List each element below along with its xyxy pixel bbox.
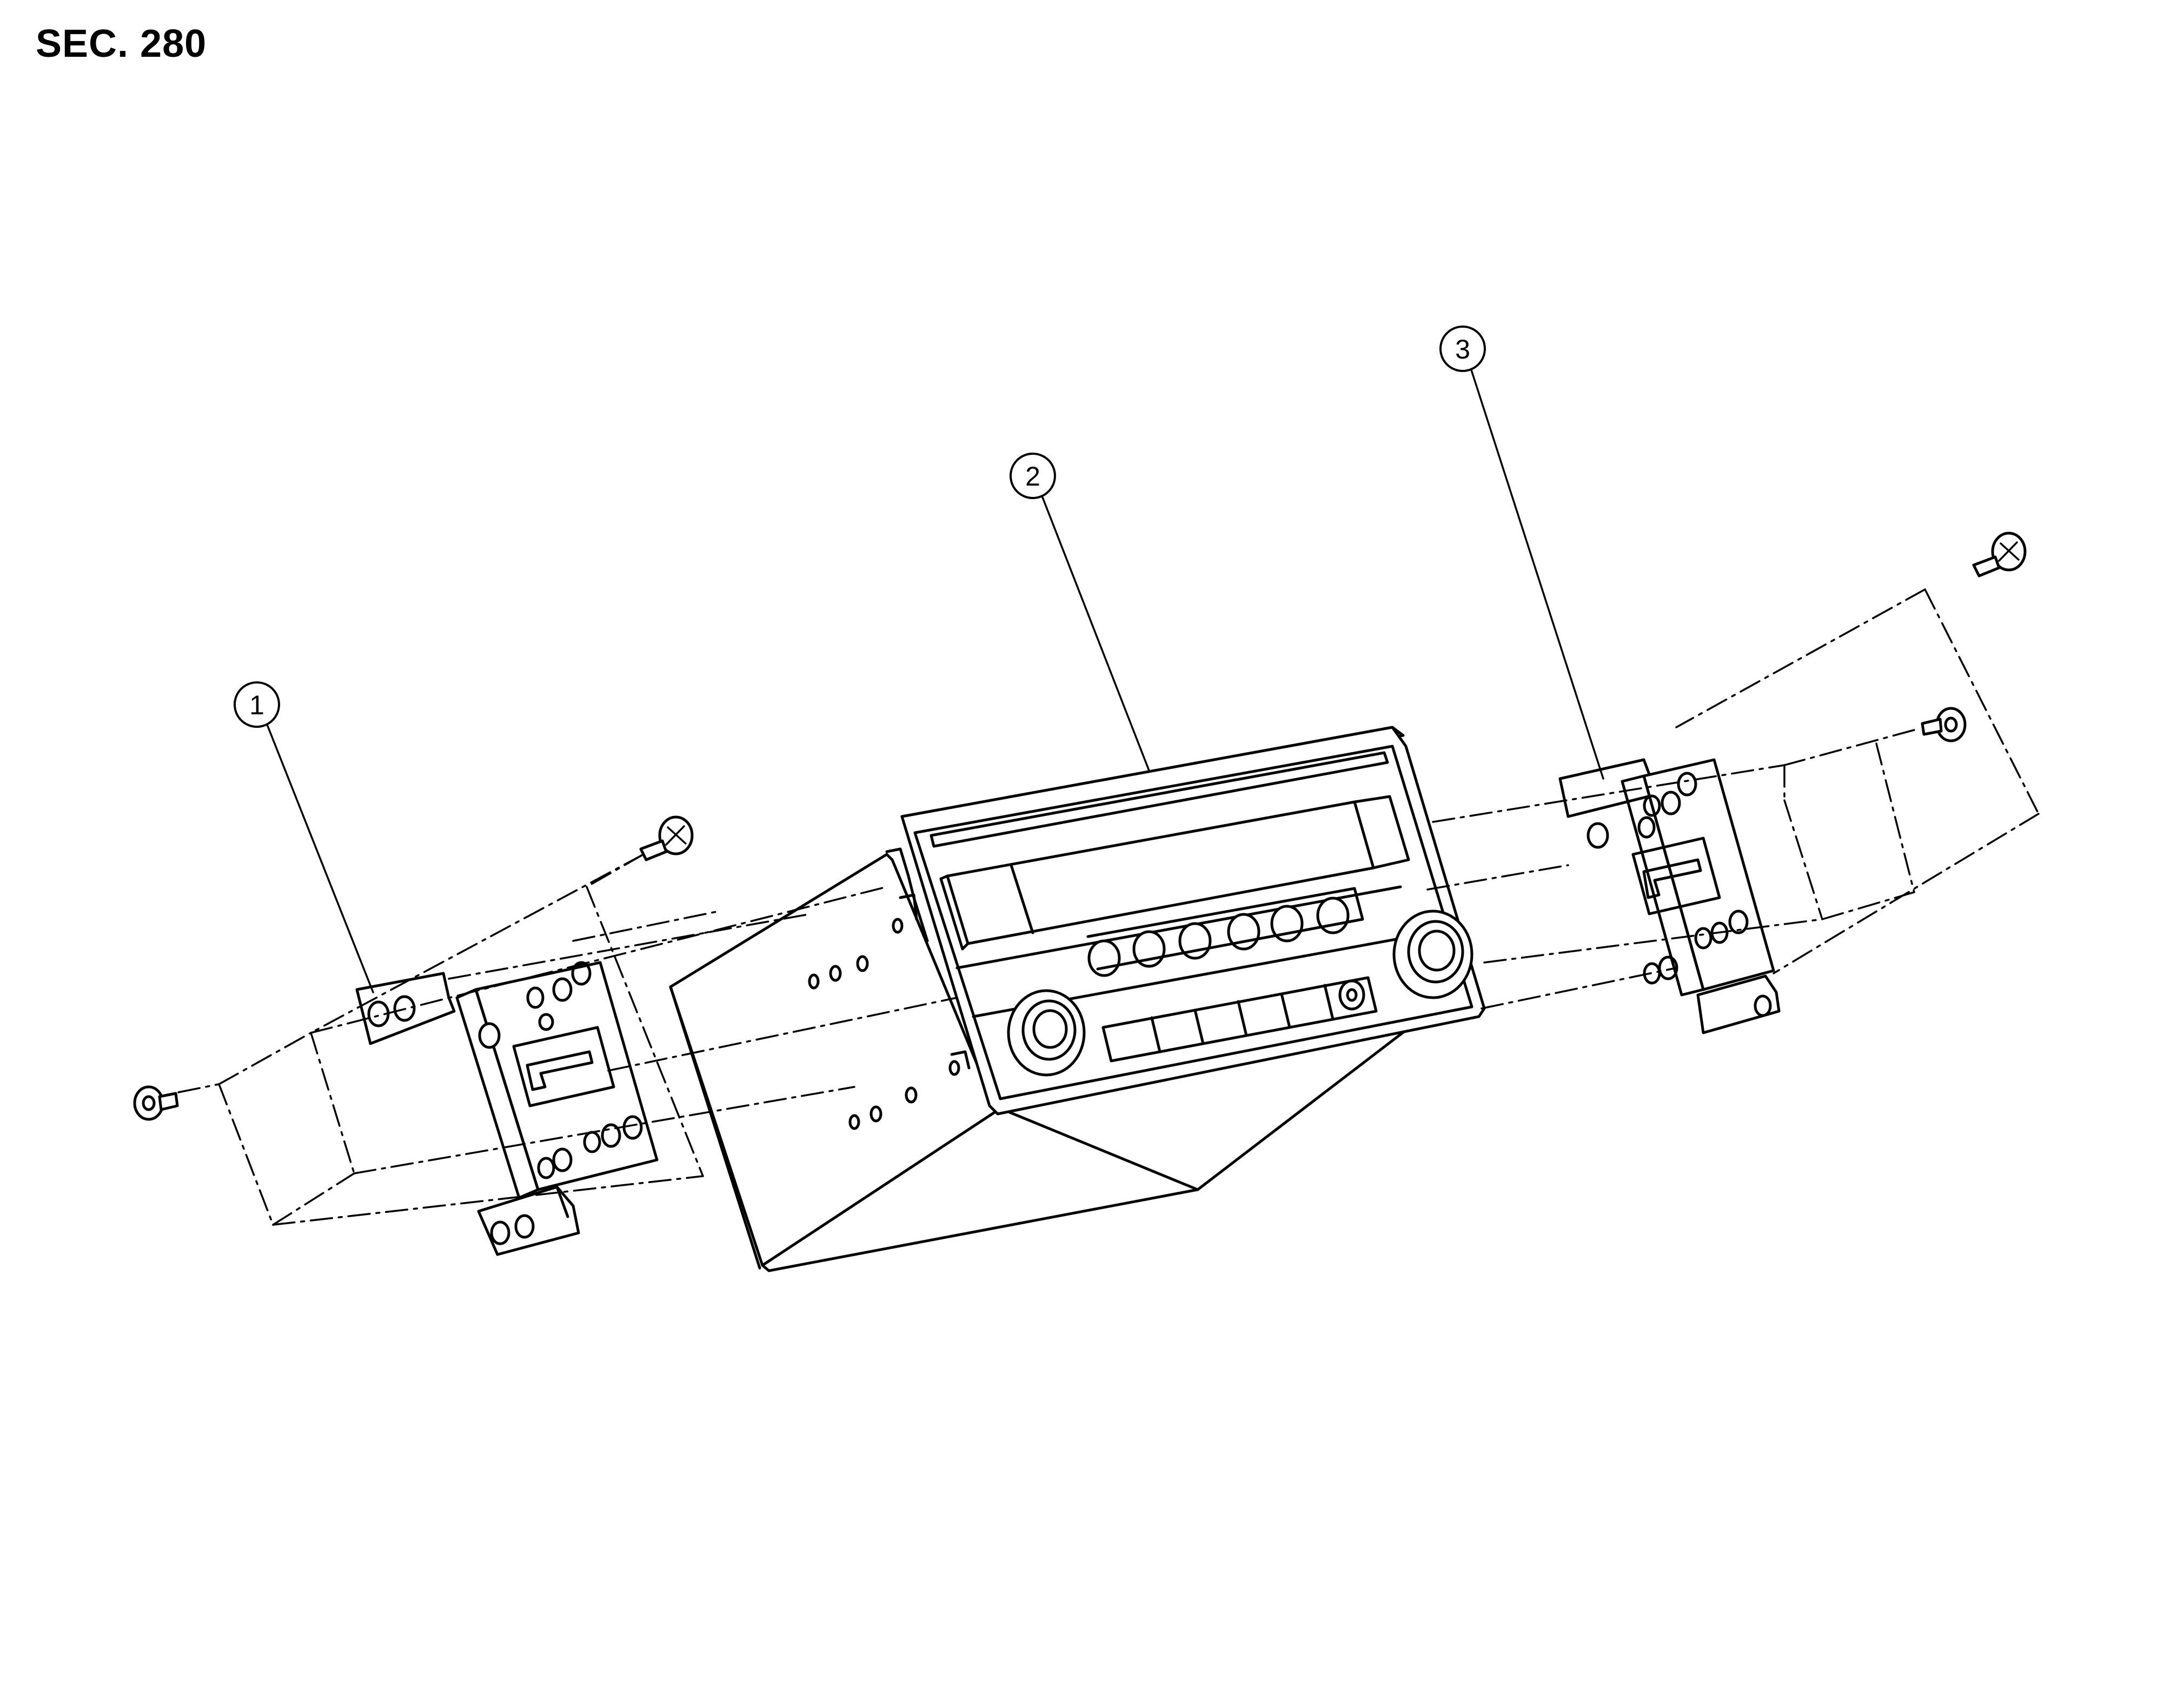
function-buttons <box>1101 976 1378 1063</box>
audio-unit <box>669 726 1486 1272</box>
screw-right-middle <box>1921 707 1967 742</box>
preset-button-1[interactable] <box>1087 939 1121 977</box>
left-bracket <box>355 961 659 1256</box>
callout-2-label: 2 <box>1025 461 1040 492</box>
right-bracket <box>1558 758 1781 1034</box>
mounting-holes <box>808 918 960 1130</box>
callout-3-label: 3 <box>1455 334 1470 364</box>
cd-slot <box>930 751 1389 848</box>
callout-1-label: 1 <box>249 690 264 720</box>
preset-buttons <box>1086 887 1364 977</box>
callout-3: 3 <box>1439 326 1604 780</box>
audio-unit-front-bezel <box>900 726 1486 1116</box>
tuning-knob[interactable] <box>1392 910 1473 999</box>
section-label: SEC. 280 <box>36 22 207 65</box>
screw-left-top <box>639 815 694 861</box>
assembly-phantom-lines <box>177 588 2040 1226</box>
callout-1: 1 <box>234 681 374 993</box>
screw-left-bottom <box>133 1085 179 1121</box>
callout-2: 2 <box>1010 453 1150 772</box>
eject-button[interactable] <box>1338 979 1365 1011</box>
volume-knob[interactable] <box>1007 989 1086 1077</box>
screw-right-top <box>1972 532 2027 578</box>
